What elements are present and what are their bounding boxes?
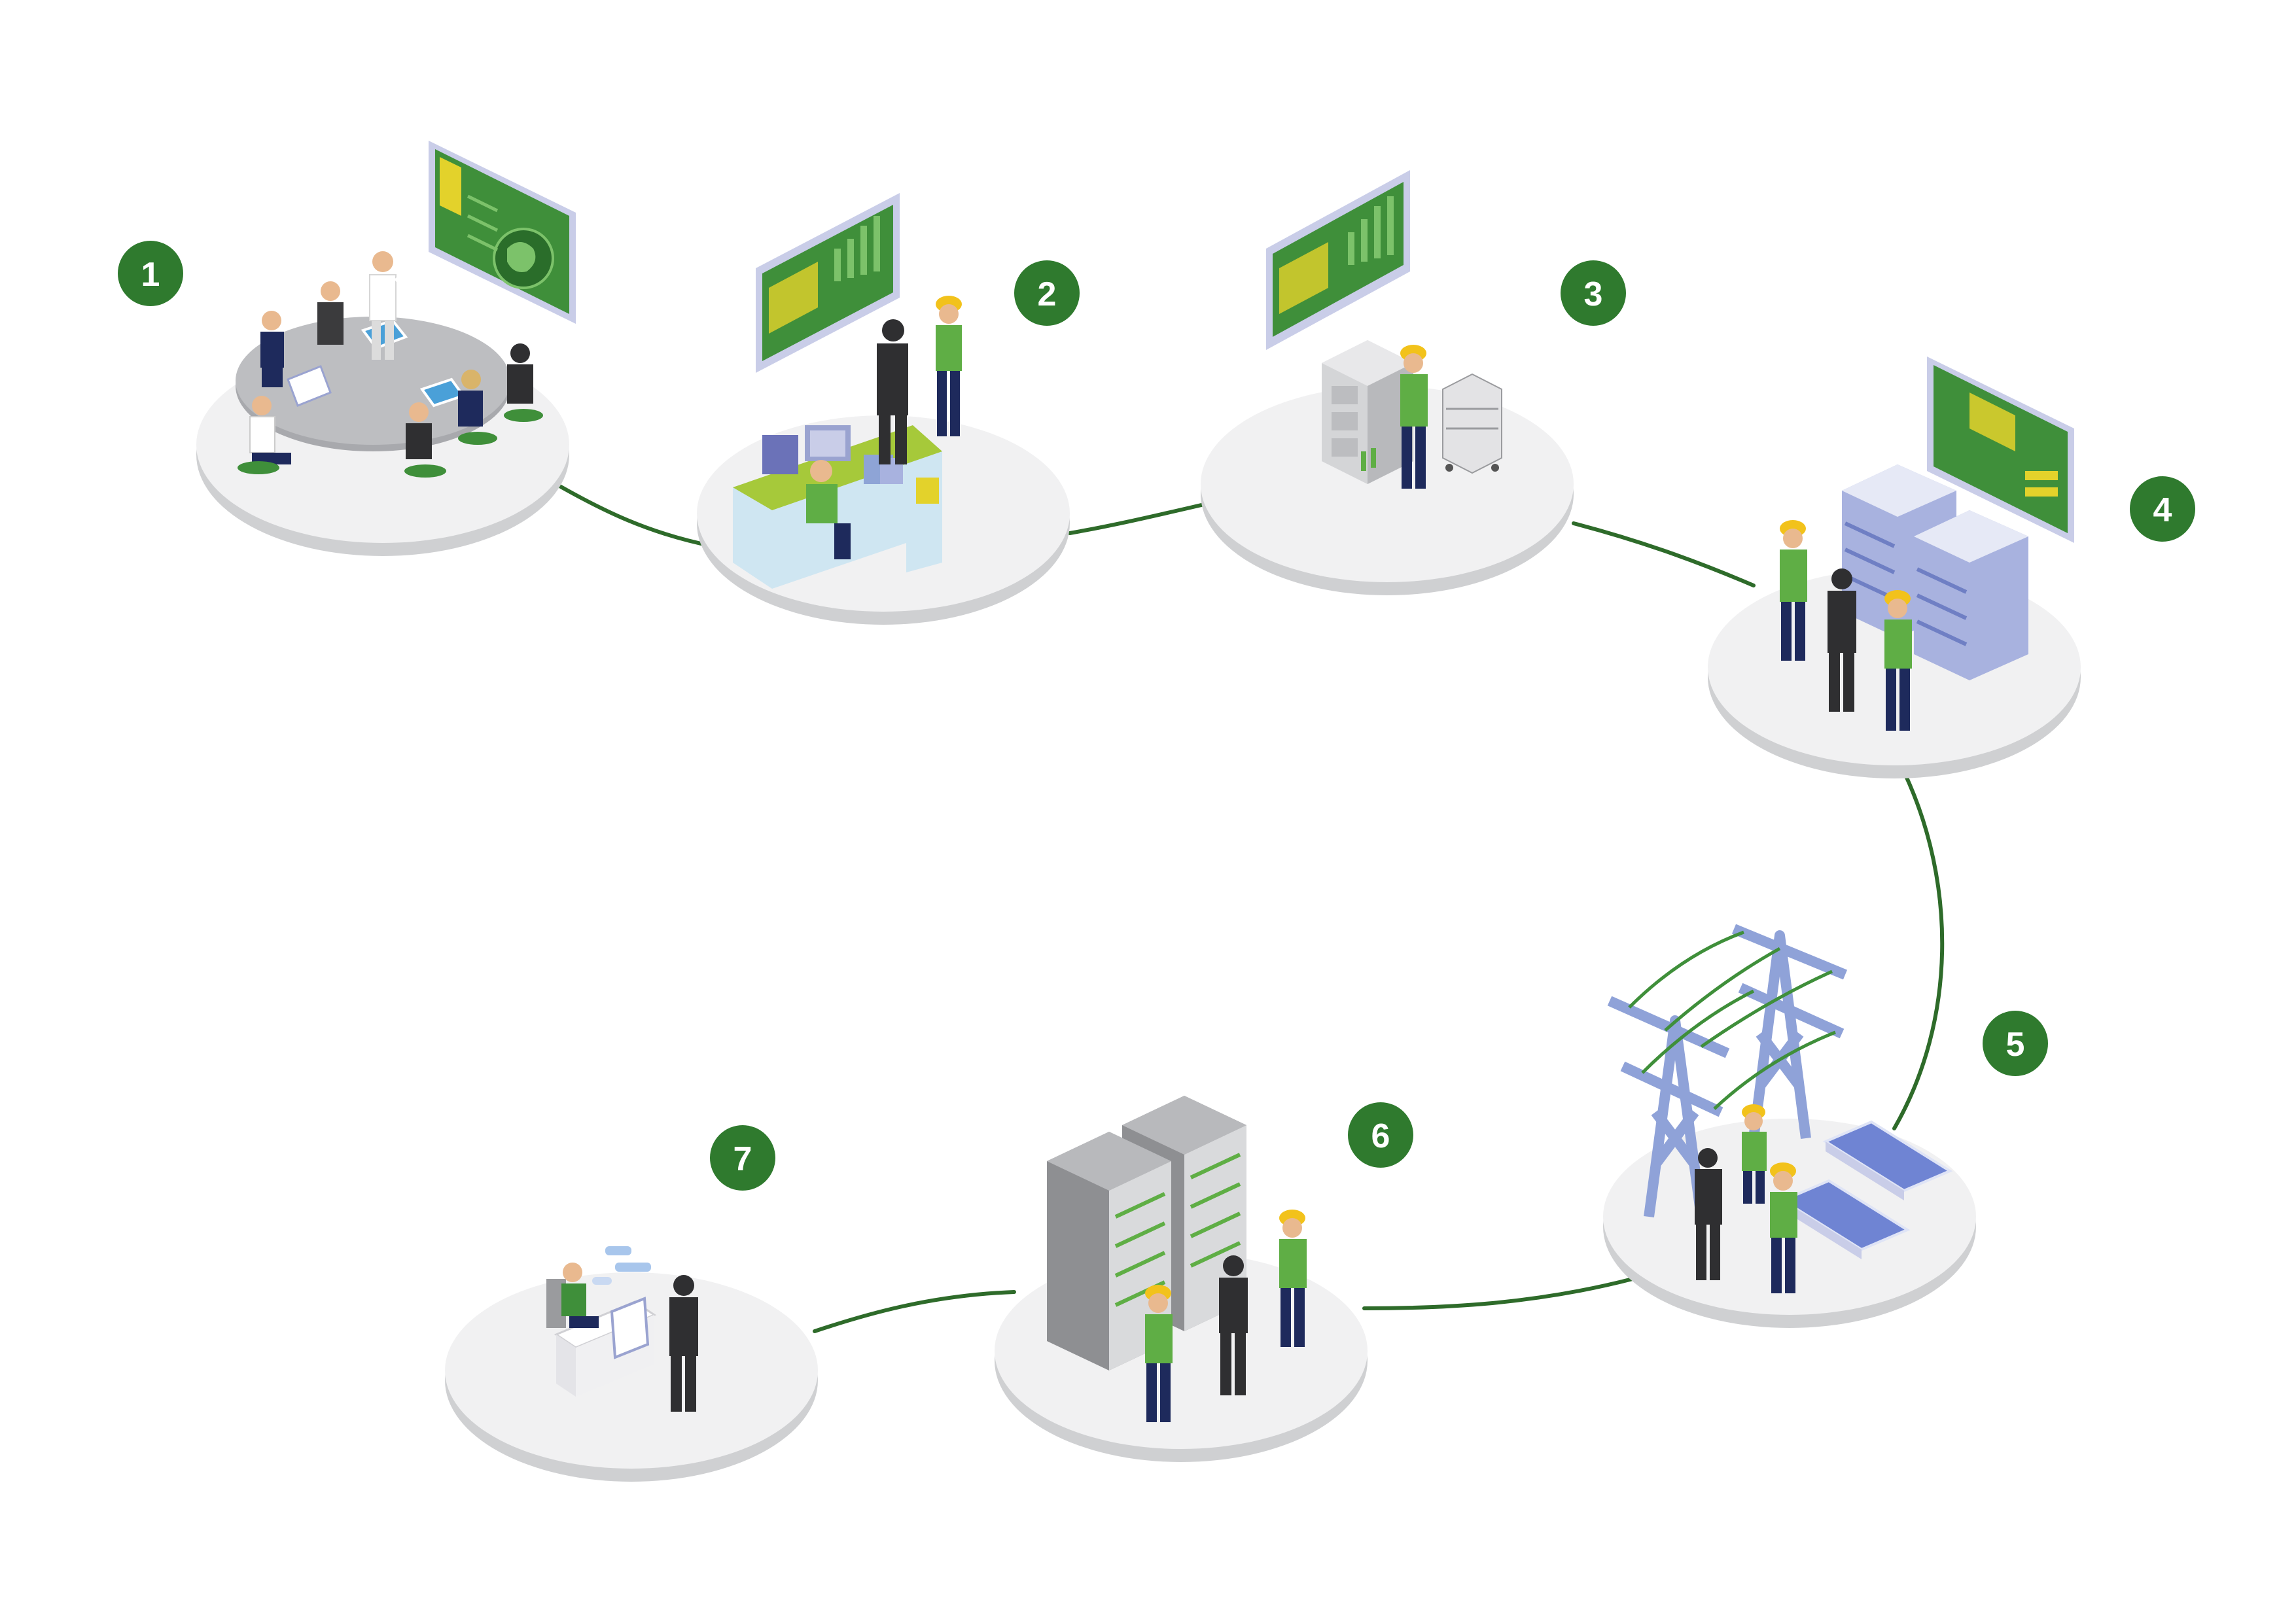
laptop bbox=[287, 365, 332, 407]
person-manager bbox=[1219, 1255, 1248, 1395]
scene-control-desk bbox=[733, 193, 962, 589]
step-badge-4: 4 bbox=[2130, 476, 2195, 542]
connectors bbox=[554, 482, 1945, 1333]
person-worker bbox=[1780, 520, 1807, 661]
wall-screen bbox=[1927, 357, 2074, 543]
person-seated-blue bbox=[260, 311, 284, 387]
step-badge-2: 2 bbox=[1014, 260, 1080, 326]
step-number: 6 bbox=[1371, 1117, 1390, 1155]
step-badge-3: 3 bbox=[1561, 260, 1626, 326]
step-number: 3 bbox=[1584, 275, 1603, 313]
person-manager bbox=[1695, 1148, 1722, 1280]
monitor bbox=[762, 435, 798, 474]
scene-transmission-and-solar bbox=[1607, 924, 1953, 1293]
scene-help-desk bbox=[546, 1246, 698, 1412]
person-support-agent bbox=[546, 1263, 599, 1328]
step-number: 7 bbox=[733, 1140, 752, 1178]
step-badge-5: 5 bbox=[1983, 1011, 2048, 1076]
scene-meeting-room bbox=[236, 141, 576, 478]
step-badge-7: 7 bbox=[710, 1125, 775, 1191]
connector-3-4 bbox=[1572, 521, 1756, 587]
connector-1-2 bbox=[554, 482, 715, 548]
monitor bbox=[610, 1297, 650, 1359]
solar-panel bbox=[1822, 1120, 1953, 1200]
wall-screen bbox=[1266, 170, 1410, 350]
scene-data-center-racks bbox=[1047, 1096, 1307, 1422]
person-worker bbox=[1400, 345, 1428, 489]
person-worker bbox=[936, 296, 962, 436]
step-number: 5 bbox=[2006, 1026, 2025, 1064]
wall-screen bbox=[756, 193, 900, 373]
tool-cart bbox=[1442, 373, 1502, 474]
connector-6-7 bbox=[813, 1290, 1016, 1333]
person-seated-suit bbox=[504, 343, 543, 422]
step-badge-6: 6 bbox=[1348, 1102, 1413, 1168]
person-presenter bbox=[369, 251, 427, 360]
platform-7 bbox=[445, 1272, 818, 1482]
person-seated-blonde bbox=[458, 370, 497, 445]
person-operator bbox=[806, 460, 851, 559]
server-stack bbox=[1914, 510, 2028, 680]
step-number: 4 bbox=[2153, 491, 2172, 529]
person-worker bbox=[1279, 1210, 1307, 1347]
person-worker bbox=[1742, 1104, 1767, 1204]
step-badge-1: 1 bbox=[118, 241, 183, 306]
step-number: 1 bbox=[141, 256, 160, 294]
chat-bubbles bbox=[592, 1246, 651, 1285]
person-manager bbox=[1828, 568, 1856, 712]
person-worker bbox=[1770, 1162, 1797, 1293]
step-number: 2 bbox=[1038, 275, 1057, 313]
person-manager bbox=[877, 319, 908, 464]
connector-5-6 bbox=[1362, 1277, 1634, 1310]
person-worker bbox=[1884, 590, 1912, 731]
person-worker bbox=[1145, 1285, 1173, 1422]
wall-screen bbox=[429, 141, 576, 324]
picture-frame bbox=[916, 478, 939, 504]
person-seated-white bbox=[238, 396, 291, 474]
scene-server-inspection bbox=[1780, 357, 2074, 731]
person-customer bbox=[669, 1275, 698, 1412]
scene-cabinet-maintenance bbox=[1266, 170, 1502, 489]
badges: 1 2 3 4 5 6 7 bbox=[118, 241, 2195, 1191]
power-lines bbox=[1628, 930, 1836, 1110]
person-seated-dark bbox=[404, 402, 446, 478]
solar-panel bbox=[1780, 1179, 1911, 1259]
person-standing-suit bbox=[317, 281, 344, 345]
connector-4-5 bbox=[1892, 770, 1945, 1130]
